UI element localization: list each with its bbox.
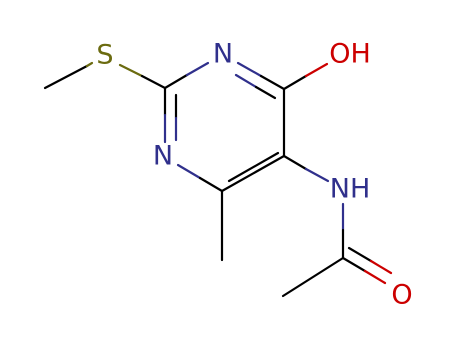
bond-c5-nh bbox=[282, 154, 330, 183]
atom-nh-label: NH bbox=[330, 174, 371, 205]
bond-n1-c-oh bbox=[234, 61, 286, 100]
atom-s-label: S bbox=[96, 40, 113, 71]
bond-carbonyl-o bbox=[341, 246, 393, 285]
bond-c4-c5 bbox=[220, 151, 286, 193]
bond-n3-c4 bbox=[176, 163, 224, 193]
atom-n3-label: N bbox=[153, 141, 173, 172]
atom-o-label: O bbox=[391, 280, 412, 311]
bond-c-oh bbox=[282, 62, 329, 91]
bond-methyl-s bbox=[43, 61, 94, 90]
atom-n1-label: N bbox=[213, 39, 233, 70]
bond-acetyl-methyl bbox=[281, 256, 345, 298]
bond-s-c2 bbox=[118, 63, 167, 90]
bond-c2-n1 bbox=[163, 61, 210, 90]
bond-c2-n3 bbox=[163, 86, 178, 144]
atom-oh-label: OH bbox=[329, 39, 371, 70]
